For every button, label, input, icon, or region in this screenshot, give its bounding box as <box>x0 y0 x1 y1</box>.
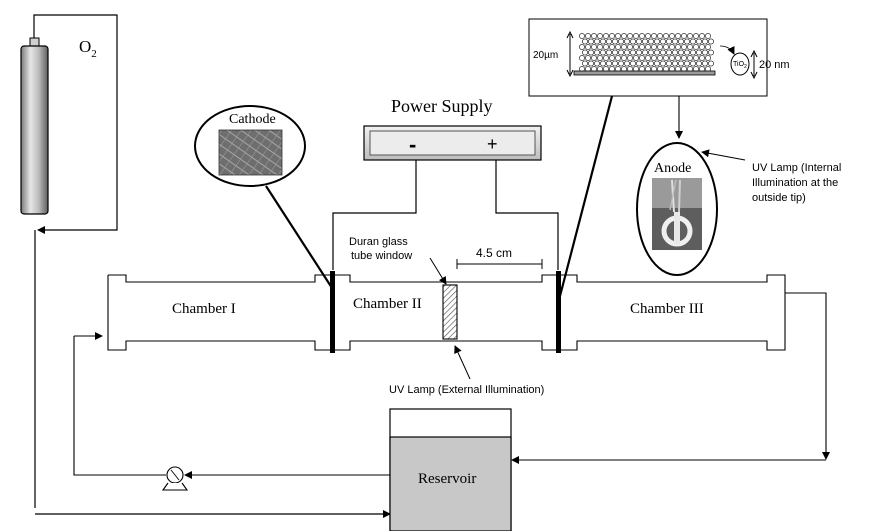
anode-electrode <box>556 271 561 353</box>
film-inset <box>529 19 767 96</box>
negative-terminal-label: - <box>409 132 416 157</box>
window-pointer <box>430 258 446 284</box>
uv-external-arrow <box>455 346 470 379</box>
oxygen-line-arrow <box>37 226 45 234</box>
pump-icon <box>163 467 187 490</box>
glass-window <box>443 285 457 339</box>
uv-internal-line-2: Illumination at the <box>752 177 838 189</box>
window-label-line-1: Duran glass <box>349 236 408 248</box>
reservoir-label: Reservoir <box>418 471 476 487</box>
cathode-label: Cathode <box>229 112 276 127</box>
oxygen-cylinder <box>21 38 48 214</box>
cathode-mesh-image <box>219 130 282 175</box>
window-label-line-2: tube window <box>351 250 412 262</box>
cathode-electrode <box>330 271 335 353</box>
uv-internal-line-3: outside tip) <box>752 192 806 204</box>
oxygen-gas-line <box>34 15 390 514</box>
chamber-1-label: Chamber I <box>172 301 236 317</box>
power-supply-box <box>364 126 541 160</box>
uv-internal-line-1: UV Lamp (Internal <box>752 162 841 174</box>
chamber-3-label: Chamber III <box>630 301 704 317</box>
oxygen-label: O2 <box>79 37 97 60</box>
uv-internal-pointer <box>702 152 745 160</box>
cathode-pointer <box>266 186 332 288</box>
anode-photo <box>652 178 702 250</box>
film-substrate <box>574 71 715 75</box>
positive-terminal-label: + <box>487 134 498 154</box>
uv-external-label: UV Lamp (External Illumination) <box>389 384 544 396</box>
distance-marker <box>457 259 542 269</box>
anode-pointer <box>560 96 612 296</box>
film-thickness-label: 20µm <box>533 50 558 61</box>
anode-label: Anode <box>654 161 691 176</box>
particle-size-label: 20 nm <box>759 59 790 71</box>
chamber-2-label: Chamber II <box>353 296 422 312</box>
distance-label: 4.5 cm <box>476 246 512 260</box>
return-line-arrow <box>822 452 830 460</box>
power-supply-title: Power Supply <box>391 96 493 116</box>
reservoir <box>390 409 511 531</box>
